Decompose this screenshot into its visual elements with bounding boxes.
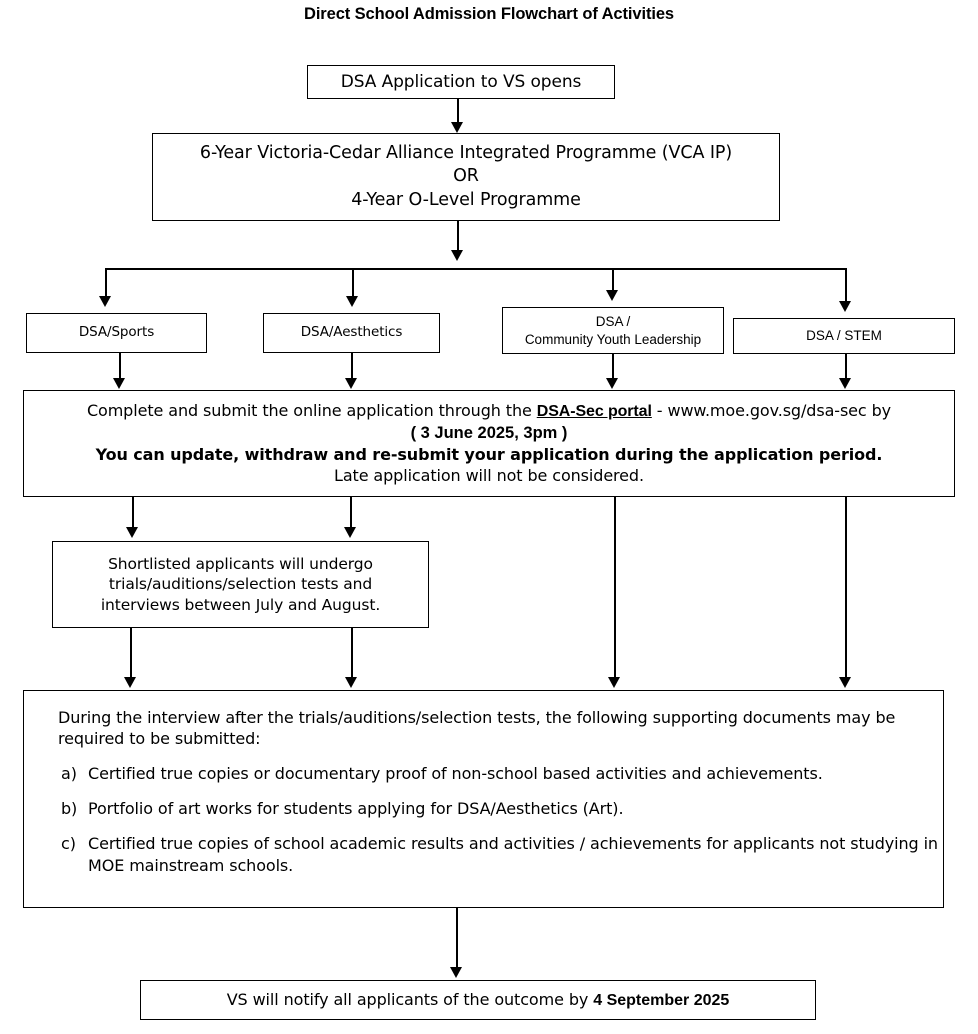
arrowhead-programme-to-bus — [450, 250, 463, 261]
node-submit-application[interactable]: Complete and submit the online applicati… — [23, 390, 955, 497]
connector-aesthetics-to-submit — [351, 353, 353, 380]
submit-line-4: Late application will not be considered. — [334, 466, 644, 486]
documents-item-a-marker: a) — [61, 764, 77, 784]
arrowhead-bus-to-aesthetics — [346, 296, 358, 307]
documents-item-c: c) Certified true copies of school acade… — [58, 833, 943, 875]
arrowhead-stem-to-submit — [839, 378, 851, 389]
distribution-bus — [105, 268, 845, 270]
arrowhead-submit-to-documents-right — [839, 677, 851, 688]
arrowhead-shortlist-to-documents-left — [124, 677, 136, 688]
documents-item-b-text: Portfolio of art works for students appl… — [88, 799, 624, 819]
arrowhead-sports-to-submit — [113, 378, 125, 389]
submit-line-1: Complete and submit the online applicati… — [87, 400, 891, 422]
arrowhead-shortlist-to-documents-right — [345, 677, 357, 688]
notify-prefix: VS will notify all applicants of the out… — [226, 989, 594, 1009]
notify-text: VS will notify all applicants of the out… — [227, 989, 730, 1011]
category-cyl-label-line2: Community Youth Leadership — [524, 331, 702, 347]
connector-cyl-to-submit — [612, 354, 614, 380]
arrowhead-submit-to-shortlist-left — [126, 527, 138, 538]
connector-stem-to-submit — [845, 354, 847, 380]
shortlist-line-3: interviews between July and August. — [100, 595, 381, 614]
documents-intro-line-1: During the interview after the trials/au… — [58, 708, 896, 727]
programme-line-2: OR — [453, 166, 479, 187]
submit-deadline: ( 3 June 2025, 3pm ) — [410, 423, 568, 442]
connector-sports-to-submit — [119, 353, 121, 380]
documents-item-a-text: Certified true copies or documentary pro… — [88, 764, 823, 784]
arrowhead-bus-to-sports — [99, 296, 111, 307]
programme-line-1: 6-Year Victoria-Cedar Alliance Integrate… — [199, 143, 733, 164]
connector-bus-to-stem — [845, 268, 847, 303]
node-outcome-notification[interactable]: VS will notify all applicants of the out… — [140, 980, 816, 1020]
arrowhead-submit-to-shortlist-right — [344, 527, 356, 538]
notify-date: 4 September 2025 — [593, 991, 730, 1009]
node-dsa-application-opens[interactable]: DSA Application to VS opens — [307, 65, 615, 99]
connector-bus-to-sports — [105, 268, 107, 298]
node-programme-options[interactable]: 6-Year Victoria-Cedar Alliance Integrate… — [152, 133, 780, 221]
page-title: Direct School Admission Flowchart of Act… — [304, 5, 674, 23]
arrowhead-bus-to-cyl — [606, 290, 618, 301]
node-category-stem[interactable]: DSA / STEM — [733, 318, 955, 354]
node-shortlisted-applicants[interactable]: Shortlisted applicants will undergo tria… — [52, 541, 429, 628]
shortlist-line-1: Shortlisted applicants will undergo — [108, 554, 373, 573]
connector-submit-to-shortlist-right — [350, 497, 352, 529]
node-category-sports[interactable]: DSA/Sports — [26, 313, 207, 353]
node-category-community-youth-leadership[interactable]: DSA / Community Youth Leadership — [502, 307, 724, 354]
documents-item-a: a) Certified true copies or documentary … — [58, 763, 823, 784]
dsa-sec-portal-link[interactable]: DSA-Sec portal — [536, 403, 652, 421]
category-sports-label: DSA/Sports — [78, 324, 155, 341]
connector-shortlist-to-documents-right — [351, 628, 353, 679]
node-category-aesthetics[interactable]: DSA/Aesthetics — [263, 313, 440, 353]
category-stem-label: DSA / STEM — [806, 328, 882, 344]
node-supporting-documents[interactable]: During the interview after the trials/au… — [23, 690, 944, 908]
connector-bus-to-cyl — [612, 268, 614, 292]
category-cyl-label-line1: DSA / — [595, 313, 631, 329]
connector-bus-to-aesthetics — [352, 268, 354, 298]
arrowhead-aesthetics-to-submit — [345, 378, 357, 389]
programme-line-3: 4-Year O-Level Programme — [351, 189, 581, 210]
category-aesthetics-label: DSA/Aesthetics — [300, 324, 403, 341]
node-dsa-application-opens-text: DSA Application to VS opens — [340, 71, 582, 92]
documents-item-c-marker: c) — [61, 834, 76, 854]
documents-item-b-marker: b) — [61, 799, 78, 819]
documents-intro-line-2: required to be submitted: — [58, 729, 261, 749]
connector-shortlist-to-documents-left — [130, 628, 132, 679]
connector-submit-to-documents-left — [614, 497, 616, 679]
connector-programme-to-bus — [457, 221, 459, 252]
arrowhead-cyl-to-submit — [606, 378, 618, 389]
shortlist-line-2: trials/auditions/selection tests and — [108, 575, 373, 594]
connector-submit-to-shortlist-left — [132, 497, 134, 529]
arrowhead-bus-to-stem — [839, 301, 851, 312]
submit-line-1-part-1: Complete and submit the online applicati… — [86, 401, 537, 421]
documents-item-b: b) Portfolio of art works for students a… — [58, 798, 624, 819]
arrowhead-submit-to-documents-left — [608, 677, 620, 688]
connector-open-to-programme — [457, 99, 459, 124]
connector-documents-to-notify — [456, 908, 458, 969]
arrowhead-open-to-programme — [450, 122, 463, 133]
connector-submit-to-documents-right — [845, 497, 847, 679]
arrowhead-documents-to-notify — [450, 967, 462, 978]
submit-line-1-part-2: - www.moe.gov.sg/dsa-sec by — [651, 401, 892, 421]
submit-line-3: You can update, withdraw and re-submit y… — [95, 445, 883, 465]
documents-item-c-text: Certified true copies of school academic… — [88, 834, 938, 875]
